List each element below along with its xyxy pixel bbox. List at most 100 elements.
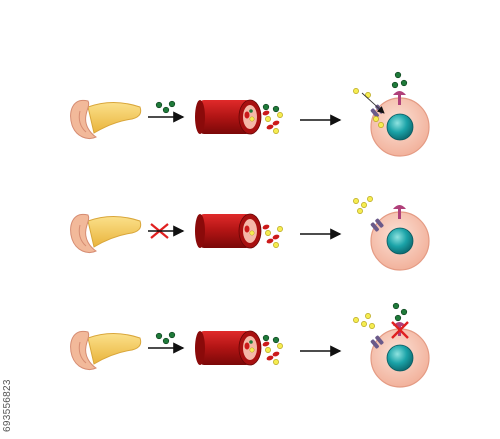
pancreas-fold (78, 341, 87, 364)
red-blood-cell (266, 124, 274, 130)
glucose-group (265, 343, 283, 365)
blood-vessel (195, 99, 283, 135)
transporter-left (370, 108, 379, 118)
red-blood-cell (262, 224, 270, 230)
insulin-molecule (262, 103, 270, 111)
pancreas (70, 213, 142, 253)
glucose-molecule (369, 323, 375, 329)
transporter-left (370, 222, 379, 232)
red-blood-cell (262, 110, 270, 116)
pancreas-head (70, 99, 97, 139)
insulin-molecule (155, 101, 163, 109)
insulin-receptor (393, 91, 406, 105)
glucose-entry-arrow (361, 92, 385, 114)
glucose-molecule (365, 313, 371, 319)
blood-vessel (195, 330, 283, 366)
glucose-group (265, 226, 283, 248)
cell-nucleus (386, 113, 414, 141)
insulin-molecule (272, 336, 280, 344)
pathway-row (70, 302, 430, 388)
insulin-group (392, 302, 408, 322)
pancreas-body (87, 101, 142, 134)
vessel-tube (200, 331, 250, 365)
insulin-molecule (168, 100, 176, 108)
pancreas-fold (78, 224, 87, 247)
glucose-molecule (273, 359, 279, 365)
insulin-molecule (249, 340, 253, 344)
pancreas-body (87, 215, 142, 248)
insulin-molecule (262, 334, 270, 342)
cell-nucleus (386, 227, 414, 255)
glucose-molecule (277, 226, 283, 232)
insulin-molecule (272, 105, 280, 113)
red-blood-cell (244, 111, 250, 119)
insulin-group (391, 71, 408, 89)
insulin-molecule (162, 106, 170, 114)
transporter-left (370, 339, 379, 349)
vessel-back-end (195, 331, 205, 365)
glucose-molecule (353, 198, 359, 204)
insulin-molecule (391, 81, 399, 89)
glucose-molecule (249, 347, 255, 353)
red-blood-cell (272, 351, 280, 357)
pancreas (70, 330, 142, 370)
vessel-back-end (195, 214, 205, 248)
insulin-molecule (394, 71, 402, 79)
glucose-transporter (370, 335, 384, 349)
receptor-cup (393, 91, 406, 95)
receptor-cup (393, 205, 406, 209)
pancreas-body (87, 332, 142, 365)
glucose-molecule (361, 321, 367, 327)
glucose-molecule (357, 208, 363, 214)
receptor-stem (398, 95, 401, 105)
pathway-row (70, 196, 430, 271)
insulin-group (262, 334, 280, 344)
target-cell (353, 71, 430, 157)
glucose-molecule (373, 116, 379, 122)
glucose-molecule (353, 88, 359, 94)
red-blood-cell (272, 234, 280, 240)
glucose-molecule (273, 242, 279, 248)
glucose-transporter (370, 218, 384, 232)
insulin-molecule (392, 302, 400, 310)
glucose-molecule (367, 196, 373, 202)
insulin-molecule (168, 331, 176, 339)
target-cell (353, 196, 430, 271)
glucose-molecule (273, 128, 279, 134)
transporter-right (375, 335, 384, 345)
stock-id-label: 693556823 (2, 379, 13, 432)
insulin-molecule (394, 314, 402, 322)
glucose-molecule (365, 92, 371, 98)
block-stroke (391, 321, 409, 339)
red-blood-cell (262, 341, 270, 347)
red-blood-cell (244, 225, 250, 233)
red-blood-cell (244, 342, 250, 350)
vessel-lumen (243, 219, 257, 243)
secreted-insulin (155, 100, 176, 114)
pancreas-head (70, 213, 97, 253)
cell-nucleus (386, 344, 414, 372)
glucose-group (265, 112, 283, 134)
red-blood-cell (266, 355, 274, 361)
transporter-right (375, 218, 384, 228)
glucose-molecule (265, 347, 271, 353)
insulin-receptor (393, 205, 406, 219)
receptor-block-mark (391, 321, 409, 339)
glucose-molecule (277, 343, 283, 349)
glucose-molecule (361, 202, 367, 208)
pathway-row (70, 71, 430, 157)
glucose-group (353, 196, 373, 214)
insulin-molecule (400, 308, 408, 316)
pancreas-head (70, 330, 97, 370)
glucose-molecule (265, 116, 271, 122)
vessel-tube (200, 214, 250, 248)
pancreas (70, 99, 142, 139)
glucose-molecule (249, 116, 255, 122)
vessel-lumen (243, 336, 257, 360)
secreted-insulin (155, 331, 176, 345)
glucose-molecule (277, 112, 283, 118)
red-blood-cell (272, 120, 280, 126)
glucose-group (353, 313, 375, 329)
insulin-molecule (162, 337, 170, 345)
